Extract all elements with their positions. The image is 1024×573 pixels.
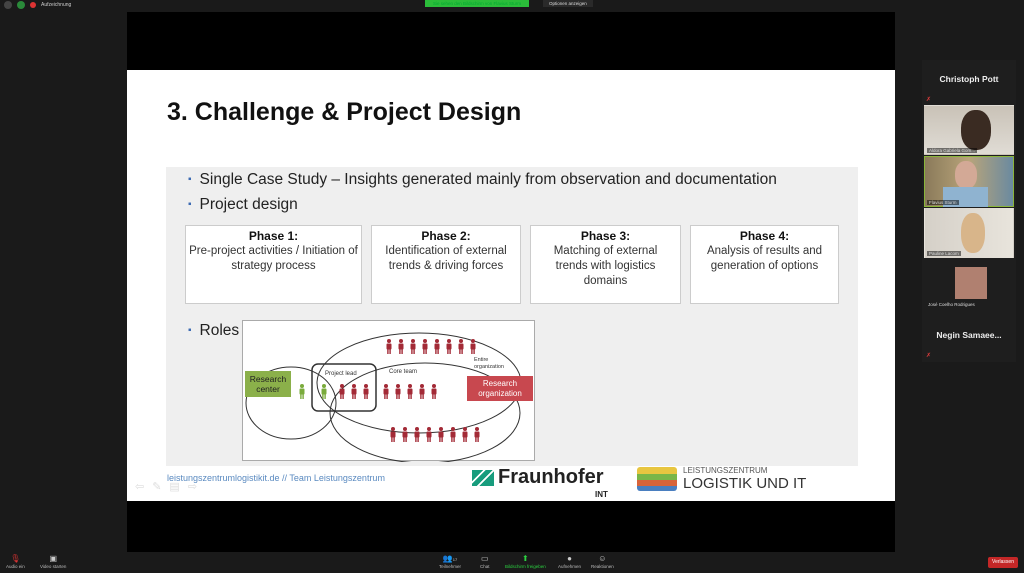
chat-label: Chat xyxy=(480,564,490,569)
phase-4-box: Phase 4: Analysis of results and generati… xyxy=(690,225,839,304)
research-center-ellipse xyxy=(245,366,337,440)
footer-link: leistungszentrumlogistikit.de // Team Le… xyxy=(167,473,385,483)
research-org-label: Research organization xyxy=(467,376,533,401)
people-icon: 👥17 xyxy=(442,554,458,563)
fraunhofer-int-label: INT xyxy=(595,490,608,499)
record-label: Aufnehmen xyxy=(558,564,582,569)
lead-people xyxy=(339,384,369,399)
phase-title: Phase 1: xyxy=(248,229,299,243)
participant-count: 17 xyxy=(452,557,458,562)
chat-icon: ▭ xyxy=(480,554,489,563)
participant-name: Pauline Lacom xyxy=(927,251,961,256)
audio-button[interactable]: 🎙Audio ein xyxy=(6,554,25,569)
participant-name: Aldora Gabriela Gom... xyxy=(927,148,978,153)
reactions-label: Reaktionen xyxy=(591,564,614,569)
slide-nav-icons[interactable]: ⇦✎▤⇨ xyxy=(135,481,206,493)
recording-label: Aufzeichnung xyxy=(41,2,72,8)
reactions-icon: ☺ xyxy=(598,554,607,563)
project-lead-box xyxy=(311,363,377,412)
phase-title: Phase 3: xyxy=(580,229,631,243)
core-team-label: Core team xyxy=(389,369,418,375)
bullet-roles: Roles xyxy=(188,322,240,340)
phase-3-box: Phase 3: Matching of external trends with… xyxy=(530,225,681,304)
mic-muted-icon: ✗ xyxy=(926,97,932,103)
share-screen-icon: ⬆ xyxy=(522,554,529,563)
participants-label: Teilnehmer xyxy=(439,564,462,569)
leistungszentrum-logo-icon xyxy=(637,467,677,491)
top-bar: Aufzeichnung Sie sehen den Bildschirm vo… xyxy=(0,0,1024,12)
video-tile-active-speaker[interactable]: Flavius Sturm xyxy=(924,156,1014,207)
participant-name: Christoph Pott xyxy=(939,74,999,84)
avatar xyxy=(955,267,987,299)
roles-diagram: Research center Project lead Core team E… xyxy=(242,320,535,462)
content-panel: Single Case Study – Insights generated m… xyxy=(166,167,858,466)
video-tile[interactable]: Aldora Gabriela Gom... xyxy=(924,105,1014,155)
bullet-project-design: Project design xyxy=(188,196,298,214)
fraunhofer-text: Fraunhofer xyxy=(498,466,604,488)
fraunhofer-logo-icon xyxy=(472,469,494,486)
shield-icon[interactable] xyxy=(17,1,25,9)
share-label: Bildschirm freigeben xyxy=(505,564,546,569)
chat-button[interactable]: ▭Chat xyxy=(480,554,490,569)
phase-title: Phase 4: xyxy=(739,229,790,243)
participant-name: Negin Samaee... xyxy=(936,330,1002,340)
record-button[interactable]: ●Aufnehmen xyxy=(558,554,581,569)
entire-org-label: Entire organization xyxy=(474,357,504,370)
core-team-ellipse xyxy=(329,362,521,462)
video-label: Video starten xyxy=(40,564,67,569)
org-people-top xyxy=(386,339,476,354)
phase-text: Analysis of results and generation of op… xyxy=(706,245,823,272)
fraunhofer-logo: Fraunhofer xyxy=(472,466,604,489)
mic-muted-icon: ✗ xyxy=(926,353,932,359)
share-screen-button[interactable]: ⬆Bildschirm freigeben xyxy=(505,554,546,569)
view-options-button[interactable]: Optionen anzeigen xyxy=(543,0,593,7)
research-people xyxy=(299,384,327,399)
info-icon[interactable] xyxy=(4,1,12,9)
camera-off-icon: ▣ xyxy=(49,554,57,563)
video-person xyxy=(961,110,991,150)
phase-title: Phase 2: xyxy=(421,229,471,243)
phase-text: Pre-project activities / Initiation of s… xyxy=(189,245,358,272)
video-button[interactable]: ▣Video starten xyxy=(40,554,66,569)
video-person xyxy=(955,161,977,189)
record-icon: ● xyxy=(567,554,572,563)
logo-bottom-text: LOGISTIK UND IT xyxy=(683,475,807,492)
project-lead-label: Project lead xyxy=(325,371,357,377)
bullet-case-study: Single Case Study – Insights generated m… xyxy=(188,171,777,189)
participant-name: José Coelho Rodrigues xyxy=(928,302,975,307)
core-people xyxy=(383,384,437,399)
audio-label: Audio ein xyxy=(6,564,25,569)
participant-gallery: Christoph Pott ✗ Aldora Gabriela Gom... … xyxy=(922,60,1016,362)
slide: 3. Challenge & Project Design Single Cas… xyxy=(127,70,895,501)
logo-top-text: LEISTUNGSZENTRUM xyxy=(683,466,768,475)
phase-2-box: Phase 2: Identification of external trend… xyxy=(371,225,521,304)
phase-text: Matching of external trends with logisti… xyxy=(553,245,658,287)
phase-1-box: Phase 1: Pre-project activities / Initiat… xyxy=(185,225,362,304)
reactions-button[interactable]: ☺Reaktionen xyxy=(591,554,614,569)
mic-muted-icon: 🎙 xyxy=(10,554,21,563)
phase-text: Identification of external trends & driv… xyxy=(385,245,507,272)
video-person xyxy=(961,213,985,253)
research-center-label: Research center xyxy=(245,371,291,397)
recording-icon xyxy=(30,2,36,8)
leave-button[interactable]: Verlassen xyxy=(988,557,1018,568)
org-people-bottom xyxy=(390,427,480,442)
video-tile[interactable]: Pauline Lacom xyxy=(924,208,1014,258)
share-banner: Sie sehen den Bildschirm von Flavius Stu… xyxy=(425,0,530,7)
participant-name: Flavius Sturm xyxy=(927,200,959,205)
slide-title: 3. Challenge & Project Design xyxy=(167,98,522,126)
